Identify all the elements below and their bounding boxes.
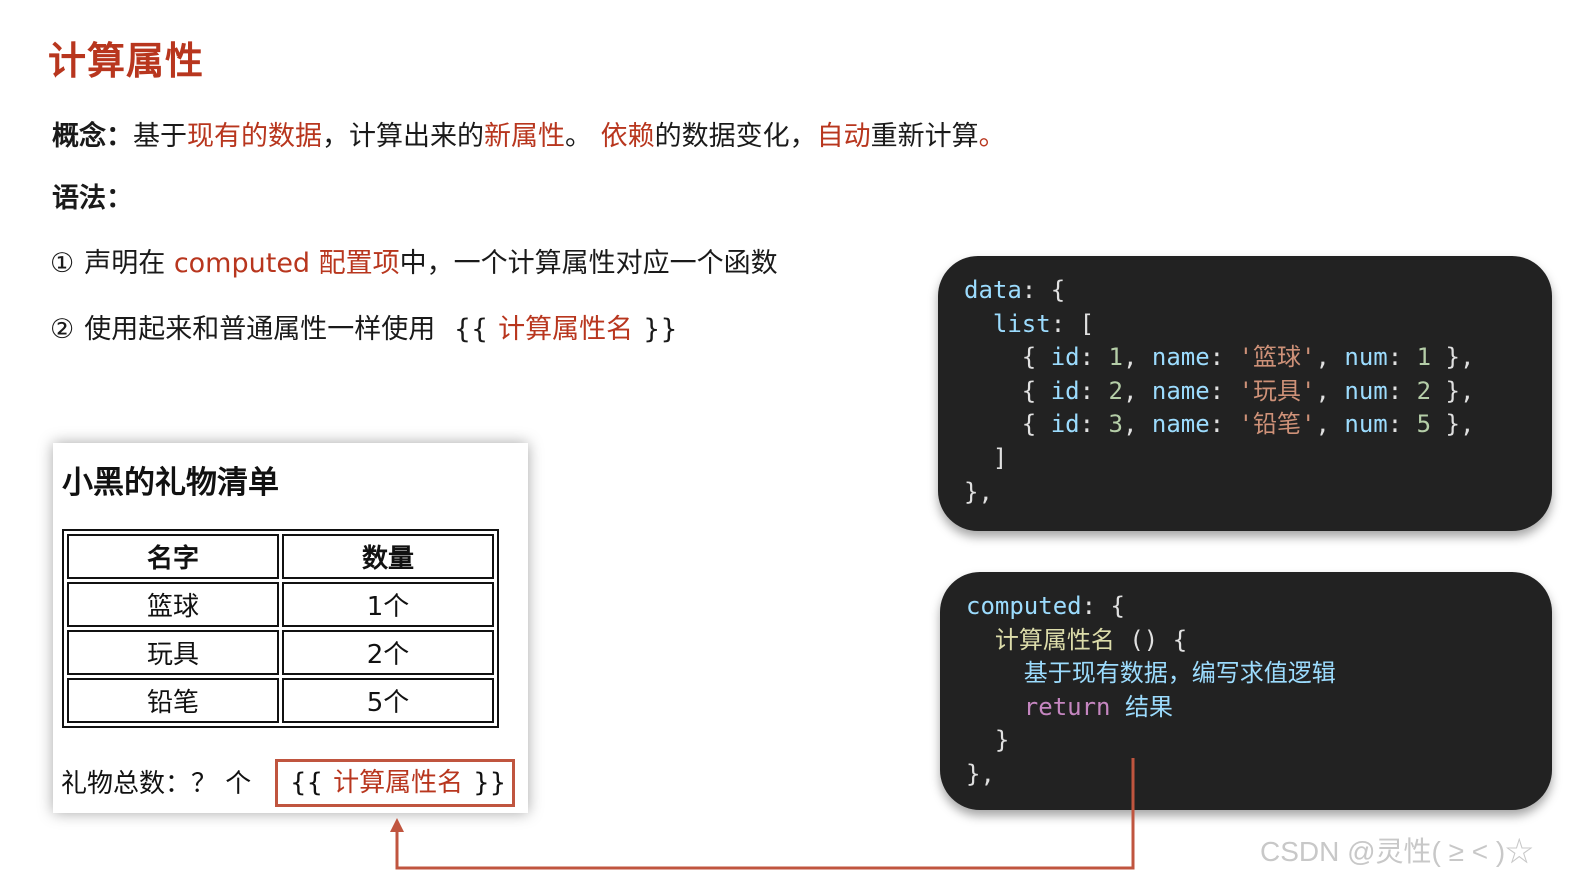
item-id: 1 xyxy=(1108,343,1123,372)
item-name: '篮球' xyxy=(1238,343,1316,372)
code-punct: : { xyxy=(1021,276,1066,304)
code-punct: : { xyxy=(1081,592,1125,620)
code-block-computed: computed: { 计算属性名 () { 基于现有数据，编写求值逻辑 ret… xyxy=(940,572,1552,810)
syntax-rule-2: ② 使用起来和普通属性一样使用 {{ 计算属性名}} xyxy=(50,307,678,346)
mustache-close: }} xyxy=(643,314,678,345)
item-num: 1 xyxy=(1416,343,1432,372)
cell-name: 铅笔 xyxy=(67,678,279,723)
code-list-item: { id: 1, name: '篮球', num: 1 }, xyxy=(964,343,1475,372)
code-punct: }, xyxy=(966,759,995,788)
rule-number: ② xyxy=(50,314,75,345)
item-num: 5 xyxy=(1416,410,1432,439)
code-punct: } xyxy=(966,726,1010,755)
item-num: 2 xyxy=(1416,376,1432,405)
rule-text: 中，一个计算属性对应一个函数 xyxy=(399,248,778,279)
code-block-data: data: { list: [ { id: 1, name: '篮球', num… xyxy=(938,256,1552,531)
item-id: 2 xyxy=(1108,376,1123,405)
code-key: list xyxy=(964,309,1051,338)
cell-name: 玩具 xyxy=(67,630,279,675)
computed-property-placeholder: {{ 计算属性名}} xyxy=(275,759,515,807)
code-list-item: { id: 2, name: '玩具', num: 2 }, xyxy=(964,376,1475,405)
concept-text: 。 xyxy=(565,121,601,152)
rule-highlight: computed 配置项 xyxy=(173,248,400,279)
concept-text: 基于 xyxy=(133,121,187,152)
mustache-open: {{ xyxy=(453,314,489,345)
cell-quantity: 1个 xyxy=(282,582,494,627)
concept-text: 的数据变化， xyxy=(654,121,817,152)
code-key: computed xyxy=(966,592,1082,620)
code-punct: : [ xyxy=(1050,309,1095,338)
cell-name: 篮球 xyxy=(67,582,279,627)
concept-label: 概念： xyxy=(52,121,133,152)
total-label: 礼物总数：？ 个 xyxy=(61,769,252,799)
concept-highlight-depend: 依赖 xyxy=(600,121,655,152)
cell-quantity: 2个 xyxy=(282,630,494,675)
mustache-close: }} xyxy=(473,768,507,798)
code-punct: ] xyxy=(964,443,1008,472)
syntax-label: 语法： xyxy=(52,183,133,214)
concept-line: 概念：基于现有的数据，计算出来的新属性。 依赖的数据变化，自动重新计算。 xyxy=(52,114,1006,153)
computed-property-name: 计算属性名 xyxy=(333,768,464,798)
watermark: CSDN @灵性( ≥ < )☆ xyxy=(1260,836,1534,867)
code-comment-logic: 基于现有数据，编写求值逻辑 xyxy=(1023,659,1336,688)
table-header-row: 名字 数量 xyxy=(67,534,494,579)
concept-text: 重新计算 xyxy=(870,121,979,152)
gift-table: 名字 数量 篮球 1个 玩具 2个 铅笔 5个 xyxy=(62,529,499,728)
table-row: 玩具 2个 xyxy=(67,630,494,675)
code-punct: () { xyxy=(1114,625,1188,654)
column-header-quantity: 数量 xyxy=(282,534,494,579)
concept-highlight-existing-data: 现有的数据 xyxy=(187,121,322,152)
code-list-item: { id: 3, name: '铅笔', num: 5 }, xyxy=(964,410,1475,439)
code-punct: }, xyxy=(964,477,993,506)
concept-period: 。 xyxy=(978,121,1006,152)
code-return-value: 结果 xyxy=(1110,692,1173,721)
rule-text: 声明在 xyxy=(84,248,174,279)
code-key: data xyxy=(964,276,1022,304)
concept-text: ，计算出来的 xyxy=(322,121,484,152)
code-keyword-return: return xyxy=(1023,692,1111,721)
item-name: '玩具' xyxy=(1238,376,1316,405)
item-name: '铅笔' xyxy=(1238,410,1316,439)
concept-highlight-auto: 自动 xyxy=(816,121,871,152)
page-title: 计算属性 xyxy=(48,39,205,83)
syntax-rule-1: ① 声明在 computed 配置项中，一个计算属性对应一个函数 xyxy=(50,241,778,280)
table-row: 铅笔 5个 xyxy=(67,678,494,723)
card-title: 小黑的礼物清单 xyxy=(62,465,279,501)
column-header-name: 名字 xyxy=(67,534,279,579)
concept-highlight-new-property: 新属性 xyxy=(484,121,565,152)
code-function-name: 计算属性名 xyxy=(994,625,1115,654)
rule-text: 使用起来和普通属性一样使用 xyxy=(84,314,444,345)
rule-number: ① xyxy=(50,248,75,279)
cell-quantity: 5个 xyxy=(282,678,494,723)
rule-highlight: 计算属性名 xyxy=(498,314,634,345)
table-row: 篮球 1个 xyxy=(67,582,494,627)
gift-list-card: 小黑的礼物清单 名字 数量 篮球 1个 玩具 2个 铅笔 5个 礼物总数：？ 个… xyxy=(53,443,528,813)
mustache-open: {{ xyxy=(290,768,324,798)
item-id: 3 xyxy=(1108,410,1123,439)
